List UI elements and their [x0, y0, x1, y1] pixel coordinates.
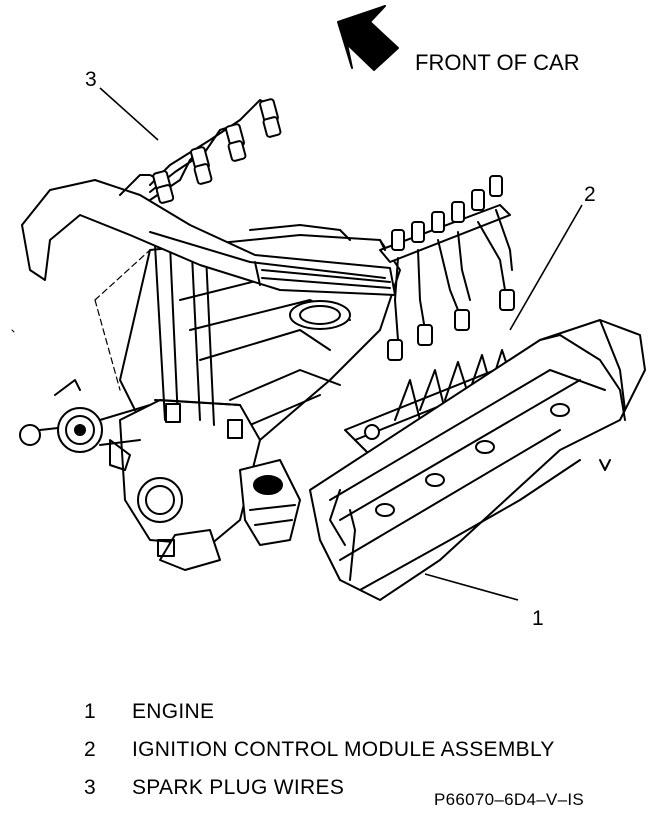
front-direction-arrow-icon [337, 5, 399, 71]
legend-text: SPARK PLUG WIRES [132, 776, 345, 799]
figure-code: P66070–6D4–V–IS [434, 790, 585, 809]
legend-number: 2 [84, 738, 96, 761]
callout-3-number: 3 [85, 68, 97, 91]
legend-item-engine: 1 ENGINE [84, 700, 644, 738]
callout-leaders [99, 87, 583, 601]
callout-1-leader [424, 573, 519, 601]
legend-item-ignition-module: 2 IGNITION CONTROL MODULE ASSEMBLY [84, 738, 644, 776]
callout-3-leader [99, 87, 159, 141]
callout-2-leader [509, 204, 583, 331]
parts-legend: 1 ENGINE 2 IGNITION CONTROL MODULE ASSEM… [84, 700, 644, 814]
front-of-car-label: FRONT OF CAR [415, 50, 580, 75]
legend-item-spark-plug-wires: 3 SPARK PLUG WIRES [84, 776, 644, 814]
legend-text: ENGINE [132, 700, 215, 723]
legend-text: IGNITION CONTROL MODULE ASSEMBLY [132, 738, 555, 761]
callout-1-number: 1 [532, 607, 544, 630]
callout-2-number: 2 [584, 183, 596, 206]
legend-number: 1 [84, 700, 96, 723]
legend-number: 3 [84, 776, 96, 799]
engine-drawing [11, 98, 646, 601]
